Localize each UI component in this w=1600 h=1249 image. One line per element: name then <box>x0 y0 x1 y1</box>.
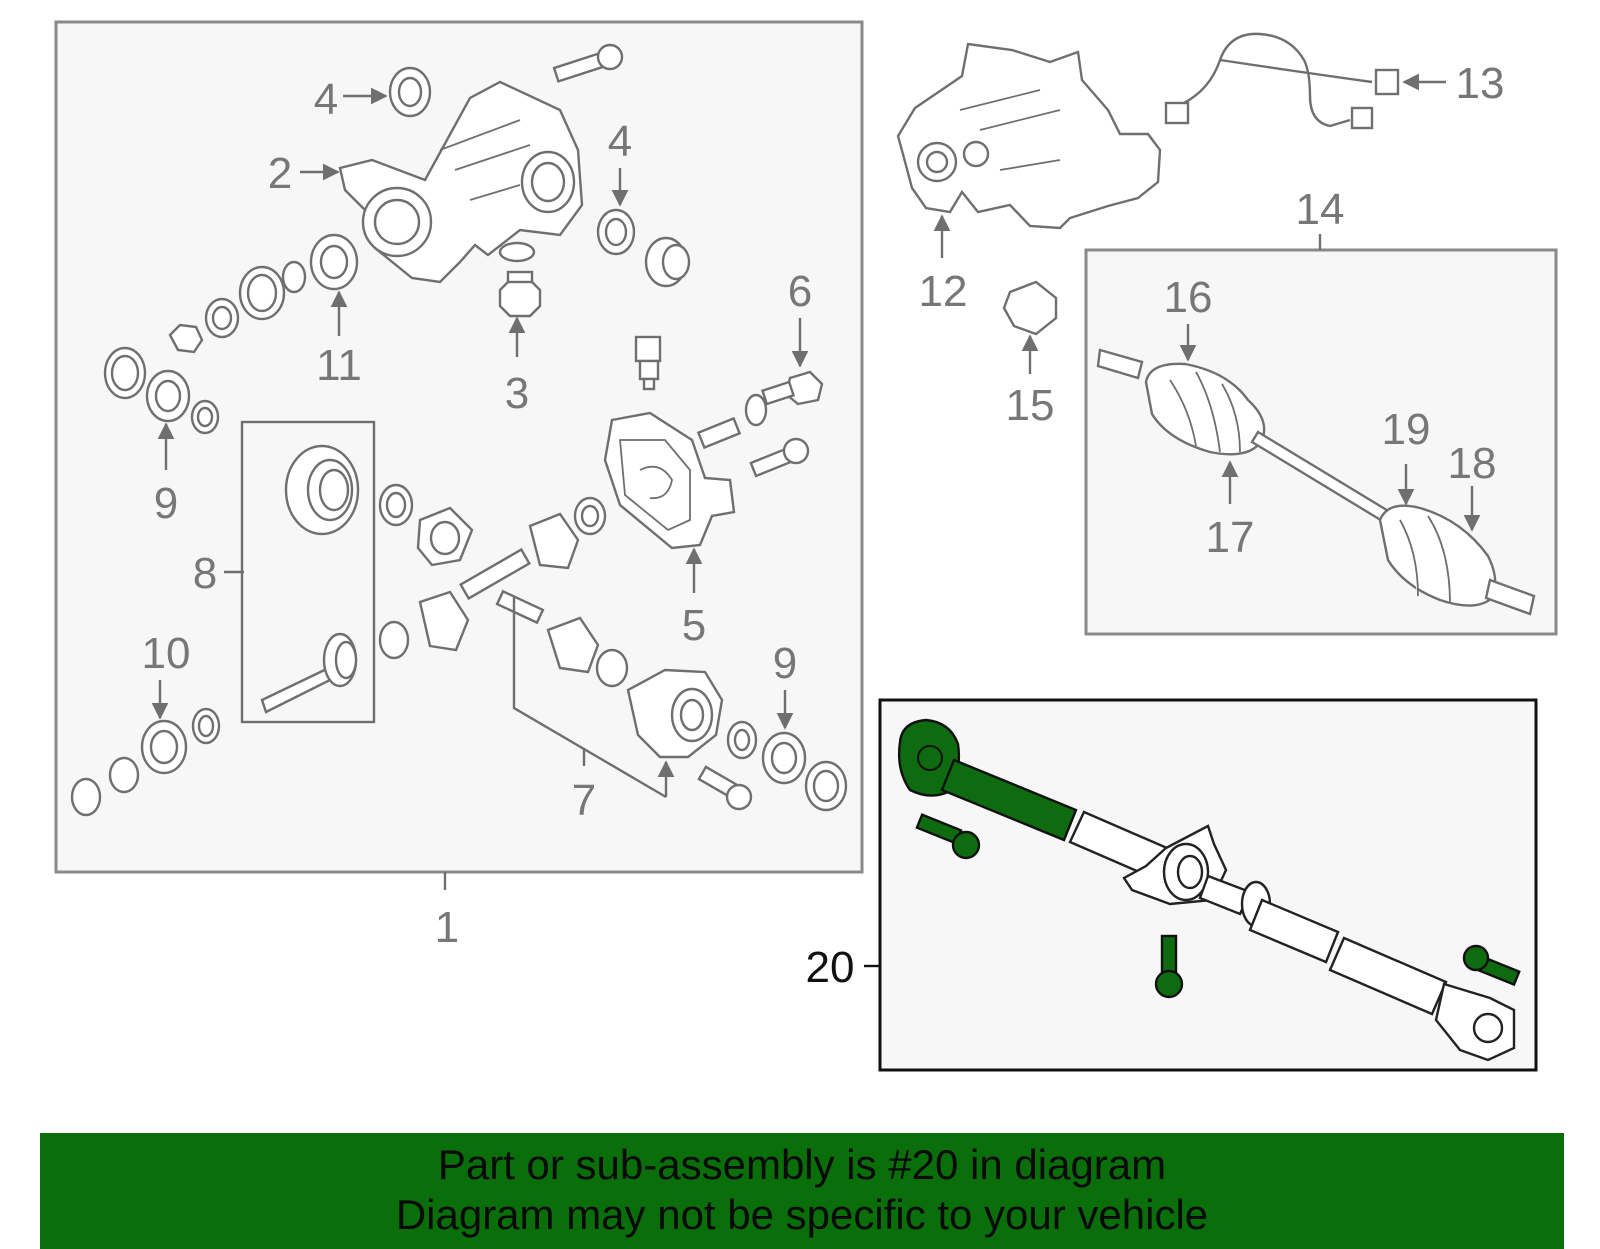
callout-3: 3 <box>505 369 529 418</box>
case-bolt <box>697 765 753 811</box>
callout-4-left: 4 <box>314 75 338 124</box>
callout-20: 20 <box>806 943 855 992</box>
callout-17: 17 <box>1206 513 1255 562</box>
front-flange-highlight <box>897 718 961 797</box>
side-bearing-left <box>103 346 220 435</box>
side-bearing-right <box>726 720 848 812</box>
differential-case <box>626 668 724 759</box>
callout-4-right: 4 <box>608 117 632 166</box>
ring-and-pinion-box <box>240 420 376 724</box>
drive-axle-group <box>1084 234 1558 636</box>
callout-18: 18 <box>1448 439 1497 488</box>
differential-side-gears <box>378 483 607 660</box>
carrier-mounting-bolt <box>552 43 624 83</box>
cover-dowel <box>696 416 742 450</box>
callout-19: 19 <box>1382 405 1431 454</box>
axle-nut <box>1002 280 1058 374</box>
info-banner: Part or sub-assembly is #20 in diagram D… <box>40 1133 1564 1249</box>
pinion-gear-lower <box>546 616 629 688</box>
differential-assembly-group <box>54 20 864 890</box>
drain-plug <box>498 241 542 318</box>
side-flange <box>644 236 691 288</box>
pinion-shaft <box>459 547 545 625</box>
cover-bolt <box>749 437 810 478</box>
transfer-case-group <box>896 42 1162 258</box>
callout-14: 14 <box>1296 185 1345 234</box>
front-tube-highlight <box>940 758 1078 842</box>
callout-9-left: 9 <box>154 479 178 528</box>
callout-2: 2 <box>268 149 292 198</box>
filler-plug <box>744 370 824 427</box>
callout-11: 11 <box>316 341 362 390</box>
callout-1: 1 <box>435 903 459 952</box>
driveshaft-group <box>864 698 1538 1072</box>
rear-flange-bolt-highlight <box>1462 944 1521 987</box>
oil-seal-right <box>596 208 636 256</box>
callout-12: 12 <box>919 267 968 316</box>
callout-5: 5 <box>682 601 706 650</box>
callout-10: 10 <box>142 629 191 678</box>
oil-seal-left <box>388 66 432 118</box>
callout-16: 16 <box>1164 273 1213 322</box>
pinion-spacers <box>168 260 307 354</box>
banner-line-disclaimer: Diagram may not be specific to your vehi… <box>395 1191 1209 1238</box>
pinion-bearing-rear <box>70 707 221 817</box>
callout-6: 6 <box>788 267 812 316</box>
center-bearing-bolt-highlight <box>1154 934 1184 999</box>
wiring-harness <box>1164 32 1446 130</box>
differential-carrier-housing <box>338 80 584 284</box>
banner-line-part-number: Part or sub-assembly is #20 in diagram <box>437 1141 1167 1188</box>
breather-vent <box>634 335 662 391</box>
callout-8: 8 <box>193 549 217 598</box>
rear-flange <box>1434 982 1516 1062</box>
callout-13: 13 <box>1456 59 1505 108</box>
rear-cover <box>603 411 736 550</box>
callout-15: 15 <box>1006 381 1055 430</box>
callout-7: 7 <box>572 776 596 825</box>
pinion-bearing <box>309 233 359 291</box>
flange-bolt-highlight <box>915 813 981 860</box>
center-support-bearing <box>1122 824 1228 906</box>
callout-9-right: 9 <box>773 639 797 688</box>
